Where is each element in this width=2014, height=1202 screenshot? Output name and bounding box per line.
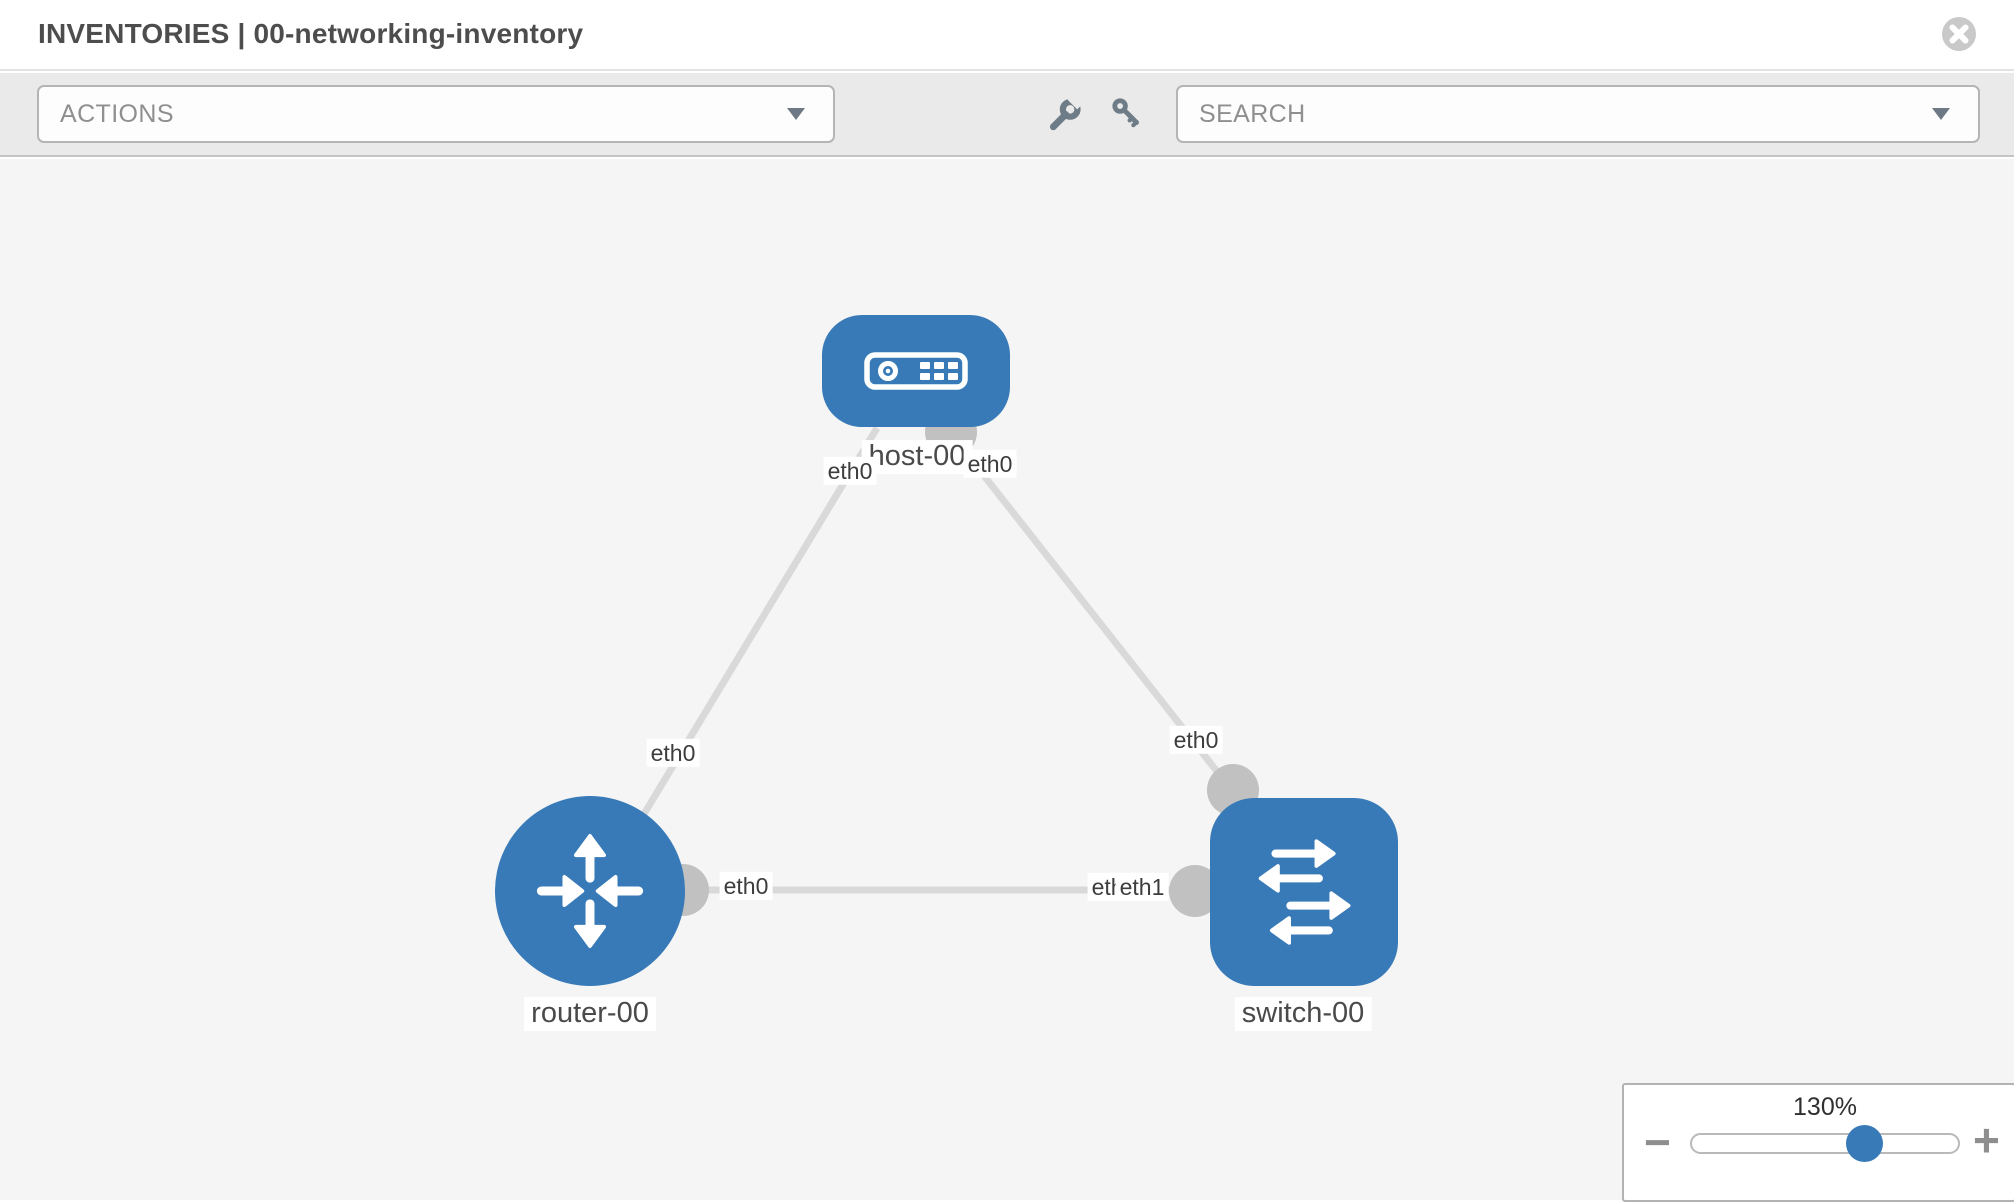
key-button[interactable] — [1110, 97, 1144, 136]
node-host-00[interactable] — [822, 315, 1010, 427]
zoom-slider-track[interactable] — [1690, 1133, 1960, 1154]
node-label-switch-00: switch-00 — [1234, 997, 1372, 1031]
zoom-panel: 130% − + — [1622, 1083, 2014, 1202]
close-button[interactable] — [1941, 16, 1977, 52]
zoom-in-button[interactable]: + — [1973, 1114, 2000, 1166]
key-icon — [1112, 98, 1139, 128]
search-dropdown[interactable]: SEARCH — [1176, 85, 1980, 143]
node-label-host-00: host-00 — [861, 440, 973, 474]
interface-label-switch-eth0: eth0 — [1169, 725, 1223, 755]
page-title: INVENTORIES | 00-networking-inventory — [38, 18, 584, 49]
host-device-icon — [864, 352, 968, 390]
wrench-icon — [1049, 93, 1084, 131]
interface-label-host-eth0-left: eth0 — [823, 456, 877, 486]
interface-label-switch-eth1: eth1 — [1115, 872, 1169, 902]
zoom-level-value: 130% — [1793, 1093, 1857, 1121]
interface-label-router-eth0: eth0 — [719, 871, 773, 901]
zoom-slider-thumb[interactable] — [1846, 1125, 1883, 1162]
interface-label-router-eth0-uplink: eth0 — [646, 738, 700, 768]
router-icon — [536, 834, 644, 948]
caret-down-icon — [787, 108, 805, 120]
tools-button[interactable] — [1046, 93, 1084, 138]
interface-label-host-eth0-right: eth0 — [963, 449, 1017, 479]
title-bar: INVENTORIES | 00-networking-inventory — [0, 0, 2014, 71]
topology-canvas[interactable] — [0, 159, 2014, 1200]
switch-icon — [1258, 839, 1351, 945]
close-icon — [1942, 17, 1976, 51]
node-router-00[interactable] — [495, 796, 685, 986]
actions-dropdown[interactable]: ACTIONS — [37, 85, 835, 143]
caret-down-icon — [1932, 108, 1950, 120]
search-placeholder: SEARCH — [1199, 99, 1306, 128]
toolbar: ACTIONS SEARCH — [0, 73, 2014, 157]
actions-dropdown-label: ACTIONS — [60, 99, 174, 128]
node-switch-00[interactable] — [1210, 798, 1398, 986]
node-label-router-00: router-00 — [524, 997, 656, 1031]
port-circle-switch-eth1 — [1169, 865, 1221, 917]
zoom-out-button[interactable]: − — [1644, 1116, 1671, 1168]
